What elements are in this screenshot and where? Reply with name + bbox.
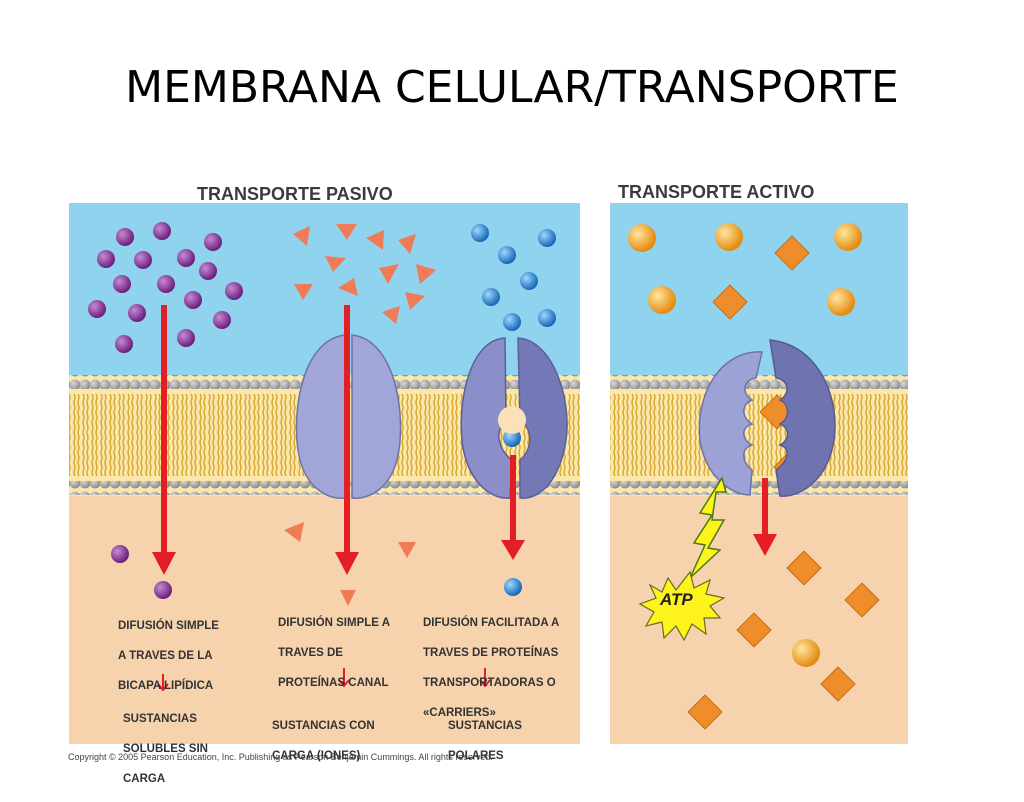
diffusion-arrow-2 bbox=[335, 305, 359, 575]
result-arrows bbox=[157, 668, 491, 692]
result-charged-ions: SUSTANCIAS CON CARGA (IONES) bbox=[272, 704, 375, 779]
caption-facilitated-diffusion: DIFUSIÓN FACILITADA A TRAVES DE PROTEÍNA… bbox=[423, 601, 559, 736]
caption-line: «CARRIERS» bbox=[423, 707, 496, 719]
caption-line: DIFUSIÓN FACILITADA A bbox=[423, 617, 560, 629]
caption-line: PROTEÍNAS CANAL bbox=[278, 677, 389, 689]
result-polar: SUSTANCIAS POLARES bbox=[448, 704, 522, 779]
result-line: SUSTANCIAS CON bbox=[272, 720, 375, 732]
simple-diffusion-molecules bbox=[88, 222, 243, 599]
polar-molecules bbox=[471, 224, 556, 596]
atp-energy-bolt bbox=[689, 476, 727, 579]
caption-line: TRAVES DE PROTEÍNAS bbox=[423, 647, 559, 659]
active-panel bbox=[610, 203, 908, 744]
result-line: CARGA bbox=[123, 773, 166, 785]
caption-simple-diffusion-lipid: DIFUSIÓN SIMPLE A TRAVES DE LA BICAPA LI… bbox=[118, 604, 219, 709]
pump-protein bbox=[698, 339, 836, 497]
caption-line: BICAPA LIPÍDICA bbox=[118, 680, 214, 692]
channel-protein bbox=[295, 334, 402, 499]
slide-title: MEMBRANA CELULAR/TRANSPORTE bbox=[125, 62, 899, 113]
active-transport-heading: TRANSPORTE ACTIVO bbox=[618, 182, 815, 202]
passive-transport-heading: TRANSPORTE PASIVO bbox=[197, 184, 393, 204]
caption-line: TRAVES DE bbox=[278, 647, 343, 659]
active-molecules bbox=[628, 223, 862, 667]
pump-arrow bbox=[753, 478, 777, 556]
atp-burst-icon bbox=[638, 570, 726, 642]
caption-line: A TRAVES DE LA bbox=[118, 650, 213, 662]
caption-line: TRANSPORTADORAS O bbox=[423, 677, 556, 689]
result-line: POLARES bbox=[448, 750, 504, 762]
caption-simple-diffusion-channel: DIFUSIÓN SIMPLE A TRAVES DE PROTEÍNAS CA… bbox=[278, 601, 390, 706]
diffusion-arrow-3 bbox=[501, 455, 525, 560]
transport-diagram bbox=[69, 203, 908, 744]
result-line: SUSTANCIAS bbox=[448, 720, 522, 732]
copyright-notice: Copyright © 2005 Pearson Education, Inc.… bbox=[68, 752, 493, 762]
diffusion-arrow-1 bbox=[152, 305, 176, 575]
result-uncharged-soluble: SUSTANCIAS SOLUBLES SIN CARGA bbox=[123, 697, 208, 802]
result-line: SOLUBLES SIN bbox=[123, 743, 208, 755]
result-line: CARGA (IONES) bbox=[272, 750, 361, 762]
triangle-ions bbox=[284, 224, 436, 606]
atp-label: ATP bbox=[660, 590, 693, 609]
carrier-protein bbox=[460, 337, 568, 499]
result-line: SUSTANCIAS bbox=[123, 713, 197, 725]
caption-line: DIFUSIÓN SIMPLE bbox=[118, 620, 219, 632]
caption-line: DIFUSIÓN SIMPLE A bbox=[278, 617, 391, 629]
